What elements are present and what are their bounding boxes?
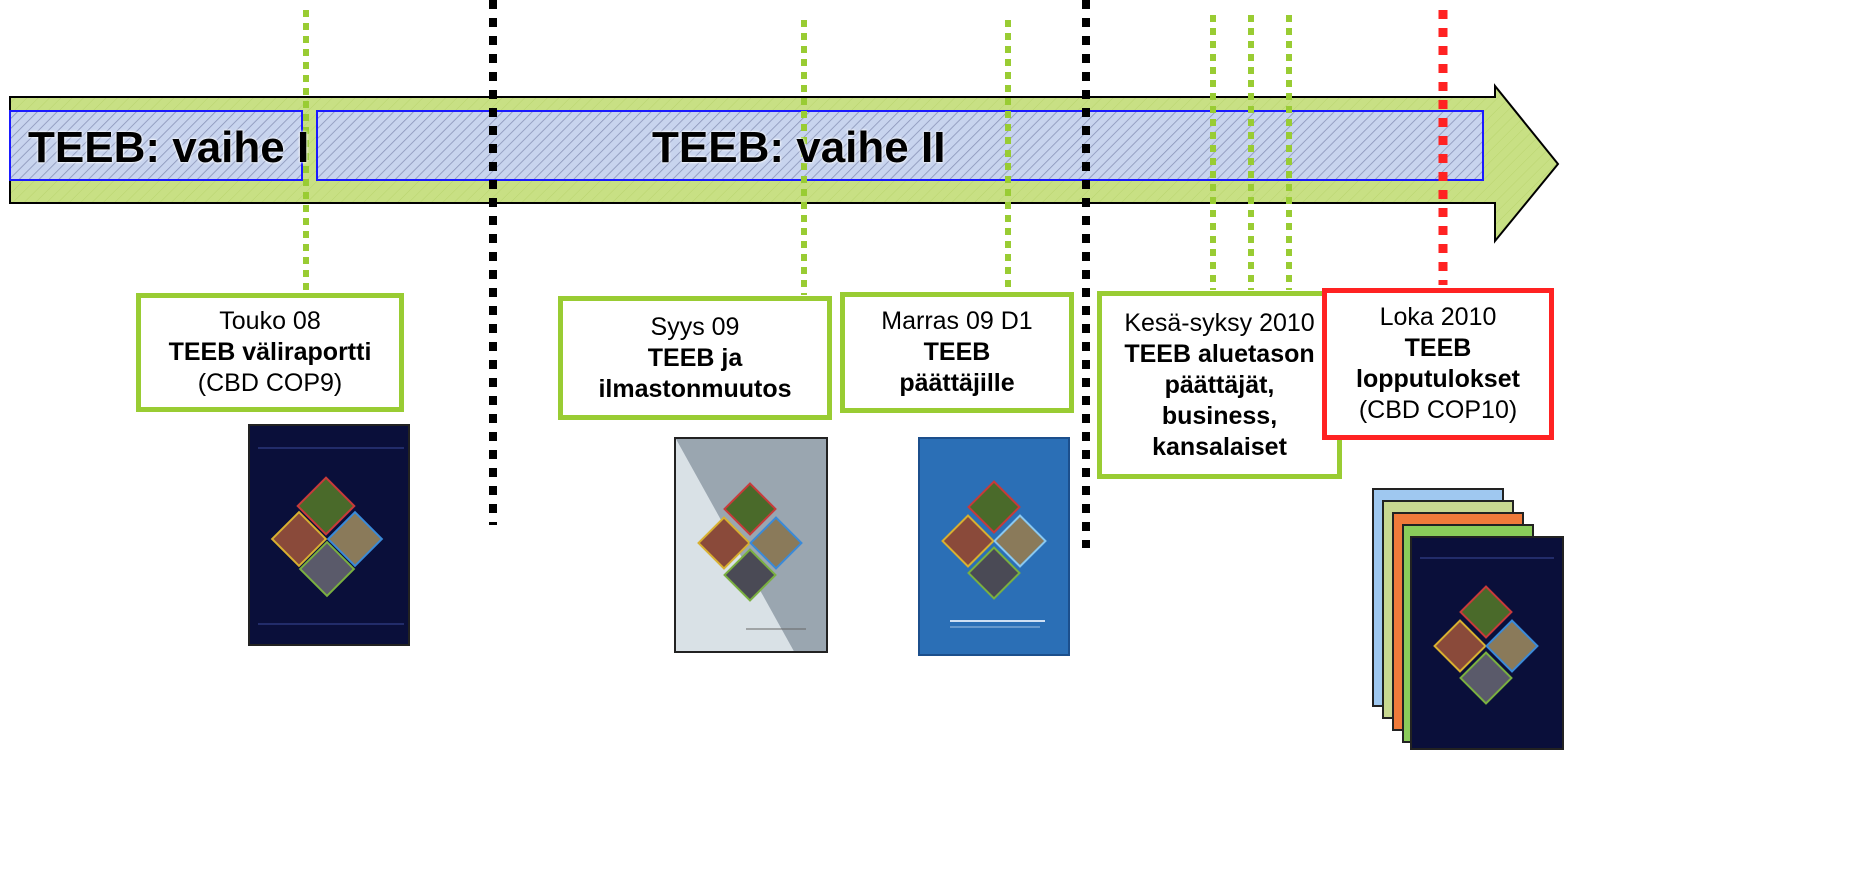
milestone-title-2: päättäjät, xyxy=(1164,370,1275,399)
milestone-title: TEEB väliraportti xyxy=(168,338,372,366)
milestone-date: Loka 2010 xyxy=(1379,303,1497,331)
milestone-title: TEEB ja xyxy=(647,343,743,372)
milestone-box-marras09: Marras 09 D1 TEEB päättäjille xyxy=(840,292,1074,413)
report-cover-art xyxy=(1420,557,1554,705)
report-cover-art xyxy=(676,439,826,651)
milestone-title: TEEB aluetason xyxy=(1124,339,1315,368)
milestone-date: Syys 09 xyxy=(650,312,740,341)
milestone-title: TEEB xyxy=(923,338,991,366)
milestone-note: (CBD COP10) xyxy=(1358,396,1518,424)
teeb-policy-makers-cover xyxy=(918,437,1070,656)
milestone-title-2: päättäjille xyxy=(899,369,1015,397)
phase-1-bar xyxy=(9,110,303,181)
milestone-date: Kesä-syksy 2010 xyxy=(1124,308,1315,337)
phase-1-label: TEEB: vaihe I xyxy=(28,123,310,172)
teeb-final-reports-stack xyxy=(1372,488,1572,750)
milestone-box-touko08: Touko 08 TEEB väliraportti (CBD COP9) xyxy=(136,293,404,412)
report-cover-art xyxy=(258,447,404,625)
milestone-title-2: ilmastonmuutos xyxy=(598,374,792,403)
milestone-title-4: kansalaiset xyxy=(1152,432,1287,461)
stacked-cover-front xyxy=(1410,536,1564,750)
phase-2-label: TEEB: vaihe II xyxy=(652,123,946,172)
milestone-date: Marras 09 D1 xyxy=(881,307,1033,335)
milestone-title-3: business, xyxy=(1161,401,1278,430)
milestone-box-2010: Kesä-syksy 2010 TEEB aluetason päättäjät… xyxy=(1097,291,1342,479)
milestone-note: (CBD COP9) xyxy=(197,369,343,397)
milestone-title-2: lopputulokset xyxy=(1356,365,1520,393)
teeb-climate-report-cover xyxy=(674,437,828,653)
milestone-date: Touko 08 xyxy=(219,307,321,335)
teeb-interim-report-cover xyxy=(248,424,410,646)
milestone-title: TEEB xyxy=(1404,334,1472,362)
milestone-box-loka2010: Loka 2010 TEEB lopputulokset (CBD COP10) xyxy=(1322,288,1554,440)
report-cover-art xyxy=(941,480,1047,628)
milestone-box-syys09: Syys 09 TEEB ja ilmastonmuutos xyxy=(558,296,832,420)
